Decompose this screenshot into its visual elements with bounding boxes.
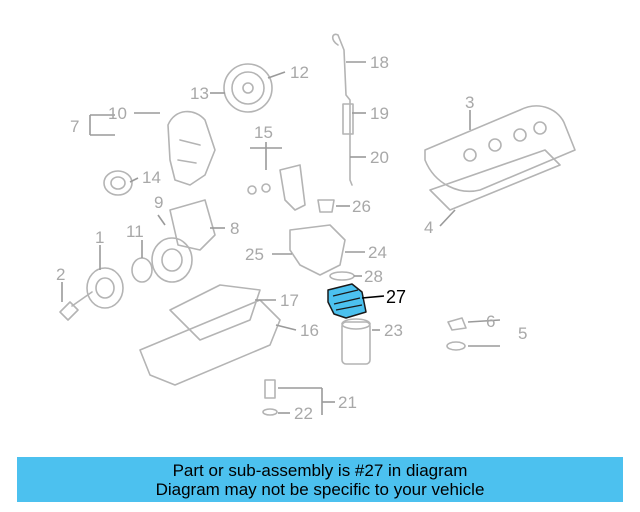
callout-12: 12: [290, 63, 309, 82]
callout-10: 10: [108, 104, 127, 123]
callout-7: 7: [70, 117, 79, 136]
callout-13: 13: [190, 84, 209, 103]
sensor-part: [317, 199, 335, 213]
callout-25: 25: [245, 245, 264, 264]
engine-parts-diagram: 1 2 3 4 5 6 7 8 9 10 11 12 13 14 15 16 1…: [56, 33, 576, 423]
oil-pan-part: [139, 299, 281, 386]
oil-pump-part: [151, 237, 193, 283]
o-ring-part: [329, 271, 355, 281]
tensioner-part: [247, 164, 306, 211]
timing-cover-part: [167, 110, 216, 186]
callout-4: 4: [424, 218, 433, 237]
callout-3: 3: [465, 93, 474, 112]
crank-pulley-part: [86, 267, 124, 309]
callout-14: 14: [142, 168, 161, 187]
oil-filter-part: [341, 318, 371, 365]
banner-line-1: Part or sub-assembly is #27 in diagram: [172, 461, 468, 480]
callout-22: 22: [294, 404, 313, 423]
callout-23: 23: [384, 321, 403, 340]
callout-16: 16: [300, 321, 319, 340]
valve-cover-part: [424, 105, 576, 192]
callout-9: 9: [154, 193, 163, 212]
callout-26: 26: [352, 197, 371, 216]
crank-sprocket-part: [131, 257, 153, 283]
callout-17: 17: [280, 291, 299, 310]
callout-6: 6: [486, 312, 495, 331]
info-banner: Part or sub-assembly is #27 in diagram D…: [17, 457, 623, 502]
dipstick-part: [331, 33, 354, 186]
banner-line-2: Diagram may not be specific to your vehi…: [155, 480, 485, 499]
callout-5: 5: [518, 324, 527, 343]
callout-28: 28: [364, 267, 383, 286]
callout-labels: 1 2 3 4 5 6 7 8 9 10 11 12 13 14 15 16 1…: [56, 53, 527, 423]
seal-part: [446, 317, 467, 351]
bracket-part: [169, 199, 216, 251]
leader-lines: [61, 61, 501, 415]
valve-cover-gasket-part: [429, 149, 561, 211]
callout-18: 18: [370, 53, 389, 72]
callout-2: 2: [56, 265, 65, 284]
pulley-part: [103, 170, 133, 196]
callout-27-highlighted: 27: [386, 287, 406, 307]
callout-11: 11: [126, 222, 144, 241]
callout-8: 8: [230, 219, 239, 238]
camshaft-sprocket-part: [223, 63, 273, 113]
drain-plug-part: [262, 379, 278, 416]
callout-24: 24: [368, 243, 387, 262]
callout-20: 20: [370, 148, 389, 167]
callout-21: 21: [338, 393, 357, 412]
oil-pan-baffle-part: [169, 284, 261, 341]
callout-15: 15: [254, 123, 273, 142]
bolt-part: [59, 291, 93, 321]
oil-cooler-part-highlighted[interactable]: [327, 283, 367, 319]
callout-1: 1: [95, 228, 104, 247]
callout-19: 19: [370, 104, 389, 123]
oil-filter-housing-part: [289, 224, 346, 276]
